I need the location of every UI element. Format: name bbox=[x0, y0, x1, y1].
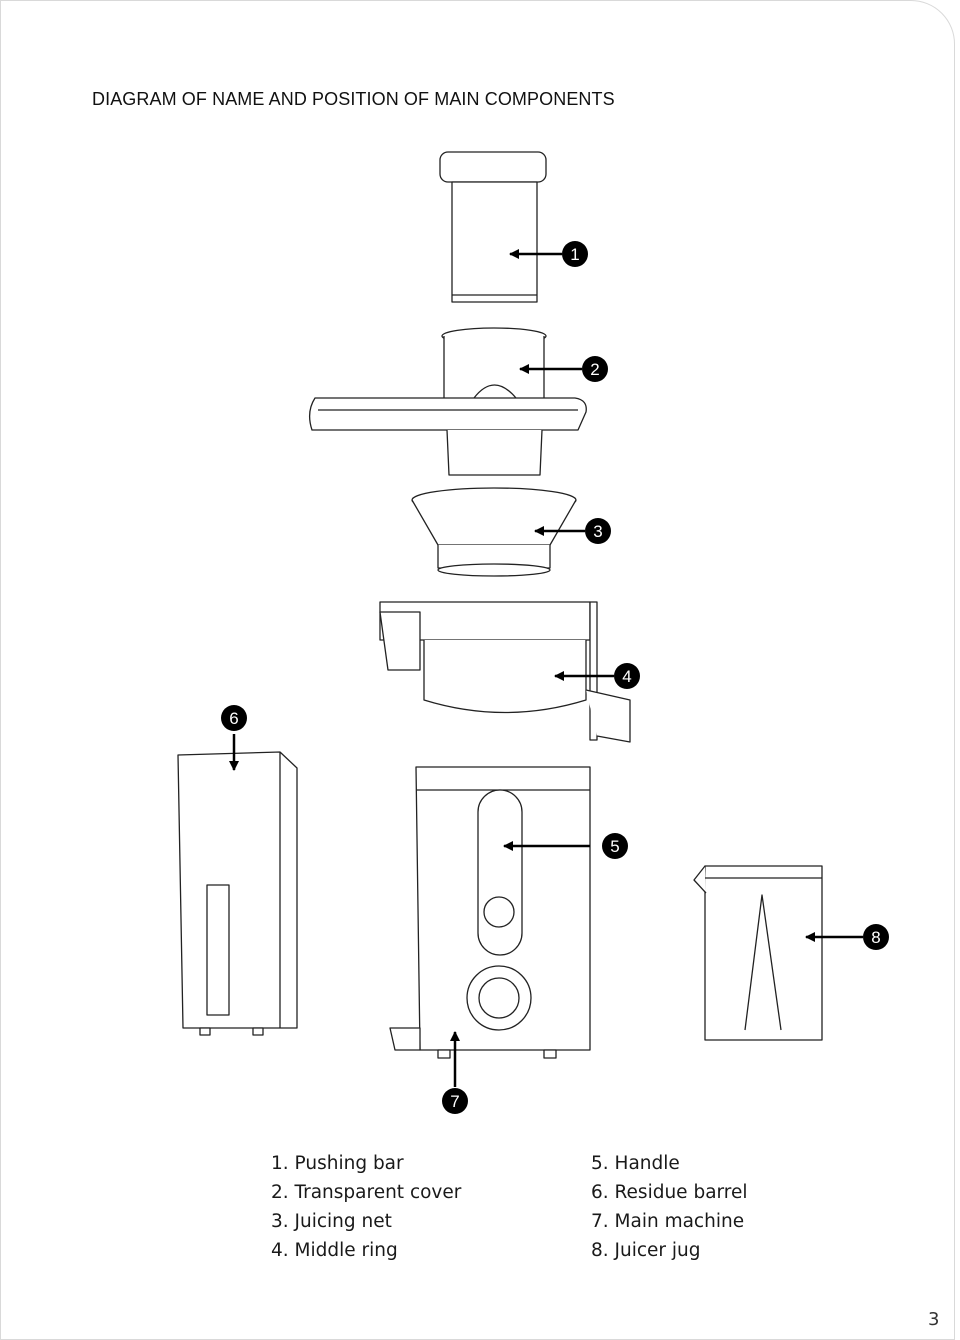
page-title: DIAGRAM OF NAME AND POSITION OF MAIN COM… bbox=[92, 89, 615, 109]
callout-badge-4: 4 bbox=[614, 663, 640, 689]
callout-badge-1: 1 bbox=[562, 241, 588, 267]
middle-ring-drawing bbox=[379, 601, 631, 743]
legend-item: 6. Residue barrel bbox=[591, 1182, 748, 1203]
callout-label-8: 8 bbox=[871, 928, 880, 947]
main-machine-drawing bbox=[389, 766, 591, 1059]
juicer-jug-drawing bbox=[693, 865, 823, 1041]
callout-label-7: 7 bbox=[450, 1092, 459, 1111]
legend-item: 8. Juicer jug bbox=[591, 1240, 701, 1261]
legend-item: 4. Middle ring bbox=[271, 1240, 398, 1261]
callout-badge-3: 3 bbox=[585, 518, 611, 544]
legend-item: 2. Transparent cover bbox=[271, 1182, 462, 1203]
pushing-bar-drawing bbox=[439, 151, 547, 303]
legend-right: 5. Handle 6. Residue barrel 7. Main mach… bbox=[591, 1149, 748, 1265]
callout-label-5: 5 bbox=[610, 837, 619, 856]
callout-badge-2: 2 bbox=[582, 356, 608, 382]
legend-item: 1. Pushing bar bbox=[271, 1153, 404, 1174]
callout-label-2: 2 bbox=[590, 360, 599, 379]
callout-badge-5: 5 bbox=[602, 833, 628, 859]
callout-badge-6: 6 bbox=[221, 705, 247, 731]
callout-arrows bbox=[229, 249, 863, 1087]
residue-barrel-drawing bbox=[177, 751, 298, 1036]
legend-item: 7. Main machine bbox=[591, 1211, 745, 1232]
callout-label-4: 4 bbox=[622, 667, 631, 686]
page-number: 3 bbox=[928, 1309, 940, 1330]
legend-left: 1. Pushing bar 2. Transparent cover 3. J… bbox=[271, 1149, 461, 1265]
legend-item: 3. Juicing net bbox=[271, 1211, 392, 1232]
callout-label-1: 1 bbox=[570, 245, 579, 264]
callout-label-3: 3 bbox=[593, 522, 602, 541]
legend-item: 5. Handle bbox=[591, 1153, 680, 1174]
callout-badge-7: 7 bbox=[442, 1088, 468, 1114]
callout-badge-8: 8 bbox=[863, 924, 889, 950]
transparent-cover-drawing bbox=[308, 327, 587, 476]
callout-label-6: 6 bbox=[229, 709, 238, 728]
